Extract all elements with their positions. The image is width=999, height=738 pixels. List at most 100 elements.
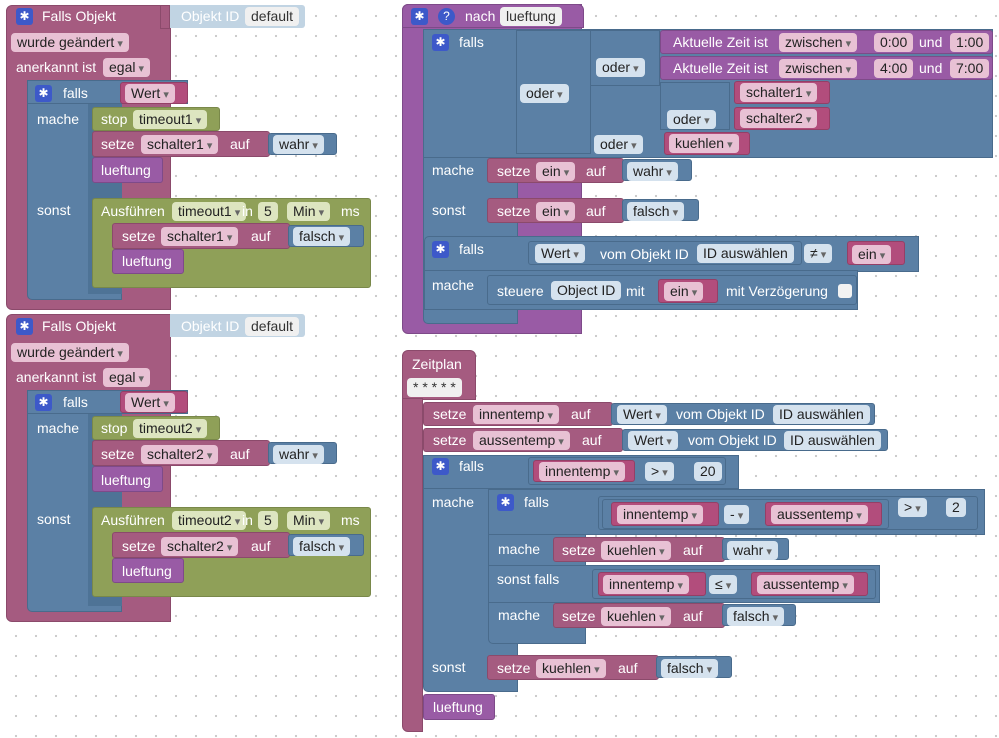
var-dropdown[interactable]: innentemp [473,405,559,424]
number-field[interactable]: 20 [694,462,722,481]
var-dropdown[interactable]: innentemp [617,505,703,524]
var-dropdown[interactable]: schalter1 [740,83,818,102]
setze-label: setze [562,608,596,624]
var-dropdown[interactable]: innentemp [603,575,689,594]
compare-dropdown[interactable]: > [645,462,674,481]
wert-dropdown[interactable]: Wert [628,431,678,450]
bool-dropdown[interactable]: falsch [293,537,351,556]
unit-dropdown[interactable]: Min [287,202,331,221]
ack-dropdown[interactable]: egal [103,368,151,387]
gear-icon[interactable]: ✱ [432,241,449,258]
var-dropdown[interactable]: innentemp [539,462,625,481]
between-dropdown[interactable]: zwischen [779,33,858,52]
wert-dropdown[interactable]: Wert [617,405,667,424]
call-lueftung-block[interactable] [423,694,495,720]
timer-dropdown[interactable]: timeout1 [133,110,208,129]
procedure-name-field[interactable]: lueftung [500,7,562,26]
delay-number[interactable]: 5 [258,511,278,530]
wert-dropdown[interactable]: Wert [125,84,175,103]
vom-label: vom Objekt ID [600,246,689,262]
bool-dropdown[interactable]: wahr [627,162,678,181]
time-to[interactable]: 7:00 [950,59,990,78]
bool-dropdown[interactable]: falsch [293,227,351,246]
call-lueftung-block[interactable] [112,249,184,274]
math-dropdown[interactable]: - [724,505,750,524]
help-icon[interactable]: ? [438,8,455,25]
var-dropdown[interactable]: kuehlen [601,607,671,626]
var-dropdown[interactable]: aussentemp [771,505,868,524]
var-dropdown[interactable]: schalter2 [161,537,239,556]
bool-dropdown[interactable]: wahr [727,541,778,560]
auf-label: auf [251,538,271,554]
call-lueftung-block[interactable] [92,157,163,183]
var-dropdown[interactable]: ein [536,202,576,221]
var-dropdown[interactable]: aussentemp [473,431,570,450]
bool-dropdown[interactable]: falsch [661,659,719,678]
var-dropdown[interactable]: schalter1 [141,135,219,154]
delay-number[interactable]: 5 [258,202,278,221]
gear-icon[interactable]: ✱ [16,8,33,25]
var-dropdown[interactable]: schalter2 [740,109,818,128]
bool-dropdown[interactable]: wahr [273,445,324,464]
changed-dropdown[interactable]: wurde geändert [11,343,129,362]
number-field[interactable]: 2 [946,498,966,517]
bool-dropdown[interactable]: falsch [727,607,785,626]
gear-icon[interactable]: ✱ [35,85,52,102]
changed-dropdown[interactable]: wurde geändert [11,33,129,52]
var-dropdown[interactable]: kuehlen [536,659,606,678]
var-dropdown[interactable]: ein [664,282,704,301]
gear-icon[interactable]: ✱ [432,34,449,51]
cron-field[interactable]: * * * * * [407,378,462,397]
oder-dropdown[interactable]: oder [594,135,643,154]
compare-dropdown[interactable]: ≠ [804,244,833,263]
call-lueftung-block[interactable] [112,558,184,583]
between-dropdown[interactable]: zwischen [779,59,858,78]
setze-label: setze [433,406,467,422]
timer-name[interactable]: timeout2 [172,511,247,530]
wert-dropdown[interactable]: Wert [125,393,175,412]
falls-label: falls [524,494,549,510]
bool-dropdown[interactable]: falsch [627,202,685,221]
id-select-field[interactable]: ID auswählen [784,431,881,450]
object-id-field[interactable]: default [245,7,300,26]
object-id-field[interactable]: default [245,317,300,336]
delay-checkbox[interactable] [838,284,852,298]
unit-dropdown[interactable]: Min [287,511,331,530]
call-lueftung-block[interactable] [92,466,163,492]
timer-dropdown[interactable]: timeout2 [133,419,208,438]
compare-dropdown[interactable]: ≤ [709,575,738,594]
ack-label: anerkannt ist [16,369,97,385]
object-id-field[interactable]: Object ID [551,281,622,300]
timer-name[interactable]: timeout1 [172,202,247,221]
var-dropdown[interactable]: aussentemp [757,575,854,594]
var-dropdown[interactable]: ein [536,162,576,181]
id-select-field[interactable]: ID auswählen [773,405,870,424]
var-dropdown[interactable]: schalter1 [161,227,239,246]
auf-label: auf [582,432,602,448]
object-id-label: Objekt ID [181,318,240,334]
time-from[interactable]: 0:00 [874,33,914,52]
in-label: in [242,203,253,219]
oder-dropdown[interactable]: oder [596,58,645,77]
gear-icon[interactable]: ✱ [16,318,33,335]
wert-dropdown[interactable]: Wert [535,244,585,263]
oder-dropdown[interactable]: oder [520,84,569,103]
gear-icon[interactable]: ✱ [432,458,449,475]
var-dropdown[interactable]: ein [852,245,892,264]
gear-icon[interactable]: ✱ [497,494,514,511]
gear-icon[interactable]: ✱ [411,8,428,25]
compare-dropdown[interactable]: > [898,498,927,517]
ms-label: ms [341,512,360,528]
time-to[interactable]: 1:00 [950,33,990,52]
und-label: und [919,60,943,76]
gear-icon[interactable]: ✱ [35,394,52,411]
var-dropdown[interactable]: kuehlen [669,134,739,153]
id-select-field[interactable]: ID auswählen [697,244,794,263]
var-dropdown[interactable]: kuehlen [601,541,671,560]
bool-dropdown[interactable]: wahr [273,135,324,154]
time-from[interactable]: 4:00 [874,59,914,78]
oder-dropdown[interactable]: oder [667,110,716,129]
var-dropdown[interactable]: schalter2 [141,445,219,464]
ack-label: anerkannt ist [16,59,97,75]
ack-dropdown[interactable]: egal [103,58,151,77]
